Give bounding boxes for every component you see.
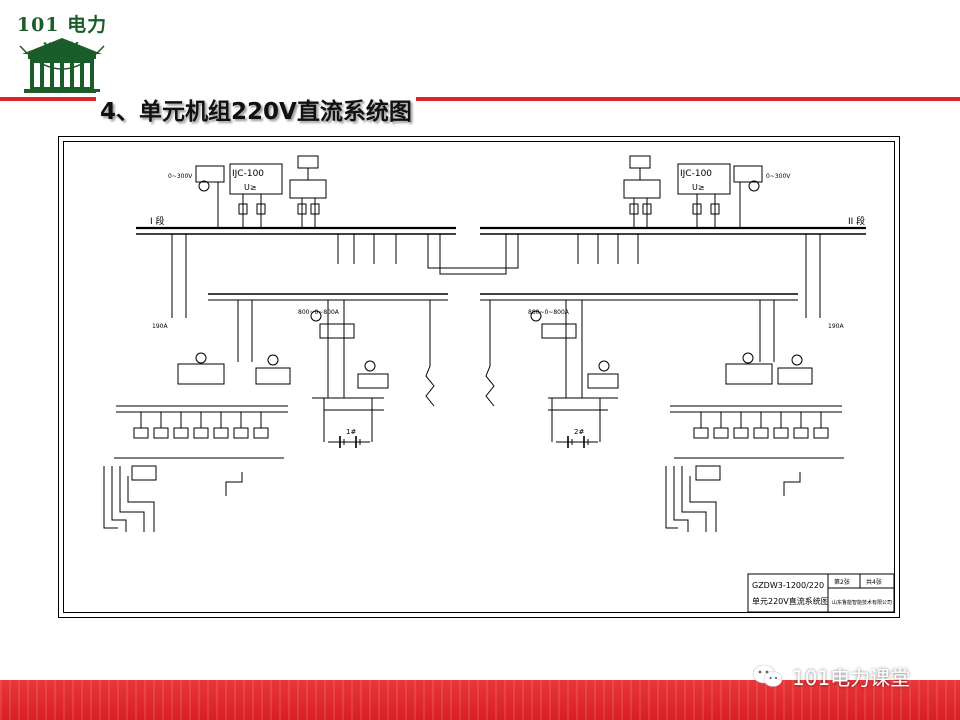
ammeter-range-left: 800~0~800A [298, 309, 340, 316]
logo-text: 101 电力课堂 [16, 14, 108, 63]
sheet-total: 共4张 [866, 578, 882, 586]
voltage-relay-right: U≥ [692, 183, 705, 192]
ammeter-range-right: 800~0~800A [528, 309, 570, 316]
company-name: 山东鲁能智能技术有限公司 [832, 599, 892, 606]
logo-building-icon [19, 38, 105, 93]
meter-range-right: 0~300V [766, 173, 791, 180]
watermark: 101电力课堂 [752, 658, 910, 694]
dc-system-diagram: I 段 II 段 IJC-100 IJC-100 U≥ U≥ 0~300V 0~… [58, 136, 900, 618]
title-divider [0, 97, 960, 101]
charger-box-right [677, 163, 731, 195]
bus-label-left: I 段 [150, 215, 165, 227]
logo: 101 电力课堂 [14, 6, 110, 98]
battery-label-left: 1# [346, 428, 356, 436]
breaker-rating-right: 190A [828, 323, 844, 330]
diagram-canvas: I 段 II 段 IJC-100 IJC-100 U≥ U≥ 0~300V 0~… [58, 136, 900, 618]
voltage-relay-left: U≥ [244, 183, 257, 192]
voltmeter-left [198, 180, 210, 192]
drawing-number: GZDW3-1200/220 [752, 581, 824, 590]
footer-band [0, 680, 960, 720]
breaker-rating-left: 190A [152, 323, 168, 330]
sheet-number: 第2张 [834, 578, 850, 586]
watermark-text: 101电力课堂 [792, 665, 911, 690]
charger-label-left: IJC-100 [232, 169, 264, 179]
charger-label-right: IJC-100 [680, 169, 712, 179]
charger-box-left [195, 165, 225, 183]
title-block [747, 573, 895, 613]
wechat-icon [752, 664, 783, 687]
bus-label-right: II 段 [848, 215, 865, 227]
battery-label-right: 2# [574, 428, 584, 436]
page-title: 4、单元机组220V直流系统图 [96, 92, 416, 126]
drawing-name: 单元220V直流系统图 [752, 596, 829, 606]
voltmeter-right [748, 180, 760, 192]
meter-range-left: 0~300V [168, 173, 193, 180]
diagram-frame [58, 136, 900, 618]
